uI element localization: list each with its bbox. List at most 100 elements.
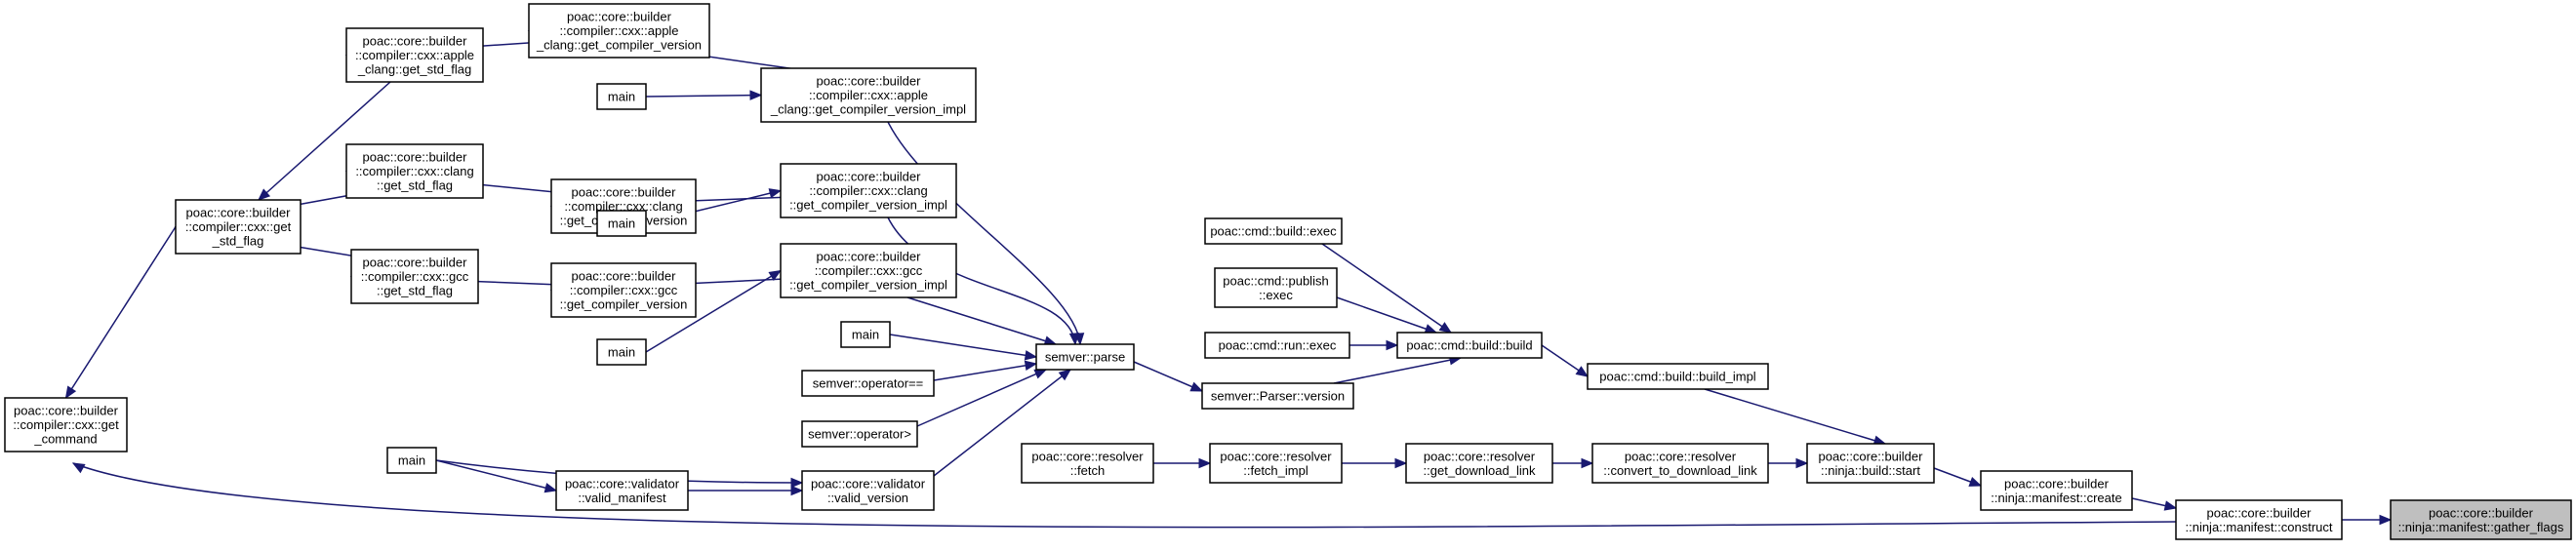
edge-parser-version-to-cmd-build [1333, 355, 1463, 384]
edge-valid-version-to-semver-parse [933, 369, 1072, 477]
node-label: semver::Parser::version [1211, 389, 1345, 404]
node-op-gt[interactable]: semver::operator> [801, 420, 918, 448]
node-label: ::exec [1259, 288, 1293, 302]
edge-get-command-to-construct [71, 462, 2177, 529]
node-box [1204, 332, 1350, 359]
edge-op-gt-to-semver-parse [916, 369, 1048, 427]
node-label: semver::operator> [808, 427, 911, 442]
node-label: poac::core::builder [817, 74, 922, 89]
node-convert-link[interactable]: poac::core::resolver::convert_to_downloa… [1591, 443, 1769, 484]
node-label: poac::core::resolver [1625, 449, 1737, 463]
node-label: poac::core::builder [2429, 505, 2534, 520]
node-box [1396, 332, 1543, 359]
node-label: ::compiler::cxx::get [185, 219, 292, 234]
node-label: poac::core::resolver [1031, 449, 1144, 463]
node-label: ::compiler::cxx::apple [559, 23, 678, 38]
node-gather[interactable]: poac::core::builder::ninja::manifest::ga… [2390, 499, 2572, 540]
node-label: _clang::get_std_flag [357, 62, 471, 77]
node-valid-version[interactable]: poac::core::validator::valid_version [801, 470, 935, 511]
node-semver-parse[interactable]: semver::parse [1035, 343, 1135, 371]
node-label: ::get_std_flag [377, 178, 453, 193]
node-parser-version[interactable]: semver::Parser::version [1201, 382, 1354, 410]
node-box [386, 447, 437, 474]
edge-op-eq-to-semver-parse [933, 360, 1038, 381]
graph-nodes: poac::core::builder::ninja::manifest::ga… [4, 3, 2572, 540]
edge-apple-impl-to-semver-parse [887, 121, 1085, 346]
node-label: _clang::get_compiler_version_impl [770, 102, 966, 117]
node-label: _clang::get_compiler_version [536, 38, 702, 53]
node-label: main [608, 345, 635, 360]
node-label: ::compiler::cxx::gcc [570, 283, 678, 297]
node-fetch-impl[interactable]: poac::core::resolver::fetch_impl [1209, 443, 1343, 484]
node-construct[interactable]: poac::core::builder::ninja::manifest::co… [2175, 499, 2343, 540]
node-label: poac::core::builder [186, 206, 292, 220]
edge-main-parse-to-semver-parse [889, 334, 1038, 361]
node-main-apple[interactable]: main [596, 83, 647, 110]
node-gcc-ver[interactable]: poac::core::builder::compiler::cxx::gcc:… [550, 262, 697, 318]
node-label: poac::core::builder [363, 256, 468, 270]
node-apple-ver[interactable]: poac::core::builder::compiler::cxx::appl… [528, 3, 710, 59]
node-box [596, 83, 647, 110]
node-run-exec[interactable]: poac::cmd::run::exec [1204, 332, 1350, 359]
node-cmd-build[interactable]: poac::cmd::build::build [1396, 332, 1543, 359]
node-box [555, 470, 689, 511]
node-box [801, 370, 935, 397]
node-label: main [608, 90, 635, 104]
node-clang-impl[interactable]: poac::core::builder::compiler::cxx::clan… [780, 163, 957, 218]
node-clang-std[interactable]: poac::core::builder::compiler::cxx::clan… [345, 143, 484, 199]
node-box [1021, 443, 1154, 484]
node-get-download[interactable]: poac::core::resolver::get_download_link [1405, 443, 1553, 484]
node-label: ::ninja::manifest::gather_flags [2398, 520, 2564, 534]
node-build-start[interactable]: poac::core::builder::ninja::build::start [1806, 443, 1935, 484]
node-publish-exec[interactable]: poac::cmd::publish::exec [1214, 267, 1338, 308]
node-label: ::get_compiler_version [560, 297, 688, 312]
edge-get-std-flag-to-get-command [64, 226, 177, 400]
node-main-clang[interactable]: main [596, 210, 647, 237]
node-label: ::get_compiler_version_impl [789, 278, 947, 293]
node-box [2390, 499, 2572, 540]
node-fetch[interactable]: poac::core::resolver::fetch [1021, 443, 1154, 484]
node-label: poac::core::builder [817, 170, 922, 184]
node-label: ::compiler::cxx::apple [809, 88, 928, 102]
node-create[interactable]: poac::core::builder::ninja::manifest::cr… [1980, 470, 2133, 511]
node-label: ::compiler::cxx::gcc [361, 269, 469, 284]
node-get-command[interactable]: poac::core::builder::compiler::cxx::get_… [4, 397, 128, 453]
node-label: poac::core::validator [811, 476, 926, 491]
node-box [1035, 343, 1135, 371]
node-label: poac::core::builder [363, 34, 468, 49]
node-apple-impl[interactable]: poac::core::builder::compiler::cxx::appl… [760, 67, 977, 123]
node-main-gcc[interactable]: main [596, 338, 647, 366]
node-box [2175, 499, 2343, 540]
node-label: ::convert_to_download_link [1603, 463, 1757, 478]
node-label: poac::core::builder [567, 10, 672, 24]
node-label: poac::core::builder [572, 269, 677, 284]
edge-valid-manifest-to-valid-version [688, 485, 804, 496]
node-label: poac::core::builder [2004, 476, 2110, 491]
node-build-exec[interactable]: poac::cmd::build::exec [1204, 217, 1343, 245]
node-gcc-std[interactable]: poac::core::builder::compiler::cxx::gcc:… [350, 249, 479, 304]
node-gcc-impl[interactable]: poac::core::builder::compiler::cxx::gcc:… [780, 243, 957, 298]
edge-apple-std-to-get-std-flag [258, 81, 391, 201]
node-label: ::get_std_flag [377, 284, 453, 298]
node-main-parse[interactable]: main [840, 321, 891, 348]
node-box [175, 199, 302, 255]
edge-construct-to-gather [2342, 514, 2393, 526]
node-label: poac::core::builder [363, 150, 468, 165]
node-box [1591, 443, 1769, 484]
edge-main-gcc-to-gcc-impl [645, 269, 783, 353]
node-box [1214, 267, 1338, 308]
edge-fetch-to-fetch-impl [1153, 457, 1212, 469]
node-valid-manifest[interactable]: poac::core::validator::valid_manifest [555, 470, 689, 511]
node-op-eq[interactable]: semver::operator== [801, 370, 935, 397]
node-get-std-flag[interactable]: poac::core::builder::compiler::cxx::get_… [175, 199, 302, 255]
node-box [596, 210, 647, 237]
node-box [780, 243, 957, 298]
node-label: ::fetch_impl [1243, 463, 1308, 478]
node-label: poac::cmd::build::build [1406, 338, 1532, 353]
node-apple-std[interactable]: poac::core::builder::compiler::cxx::appl… [345, 27, 484, 83]
node-label: main [398, 453, 425, 468]
edge-create-to-construct [2131, 497, 2178, 511]
node-build-impl[interactable]: poac::cmd::build::build_impl [1587, 363, 1769, 390]
node-label: ::compiler::cxx::apple [355, 48, 474, 62]
node-main-valid[interactable]: main [386, 447, 437, 474]
